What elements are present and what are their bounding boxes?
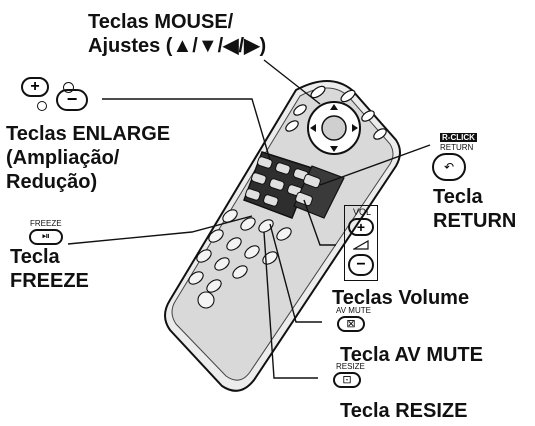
enlarge-plus-key-icon: +: [21, 77, 49, 97]
avmute-caption: AV MUTE: [336, 306, 371, 315]
label-enlarge-line3: Redução): [6, 171, 97, 193]
label-enlarge-line1: Teclas ENLARGE: [6, 123, 170, 145]
magnifier-minus-icon: [37, 101, 47, 111]
resize-caption: RESIZE: [336, 362, 365, 371]
mouse-pad: [308, 102, 360, 154]
enlarge-minus-key-icon: −: [56, 89, 88, 111]
return-caption: RETURN: [440, 143, 473, 152]
rclick-caption: R-CLICK: [440, 133, 477, 142]
volume-plus-key-icon: +: [348, 218, 374, 236]
freeze-caption: FREEZE: [30, 219, 62, 228]
label-mouse-line1: Teclas MOUSE/: [88, 11, 233, 33]
label-enlarge-line2: (Ampliação/: [6, 147, 119, 169]
label-resize: Tecla RESIZE: [340, 400, 467, 422]
label-freeze-line1: Tecla: [10, 246, 60, 268]
label-return-line1: Tecla: [433, 186, 483, 208]
volume-ramp-icon: [353, 240, 369, 250]
resize-key-icon: ⊡: [333, 372, 361, 388]
label-return-line2: RETURN: [433, 210, 516, 232]
vol-caption: VOL: [353, 207, 371, 217]
volume-minus-key-icon: −: [348, 254, 374, 276]
label-freeze-line2: FREEZE: [10, 270, 89, 292]
return-key-icon: ↶: [432, 153, 466, 181]
label-mouse-line2: Ajustes (▲/▼/◀/▶): [88, 35, 266, 57]
avmute-key-icon: ⊠: [337, 316, 365, 332]
freeze-key-icon: ⏯: [29, 229, 63, 245]
